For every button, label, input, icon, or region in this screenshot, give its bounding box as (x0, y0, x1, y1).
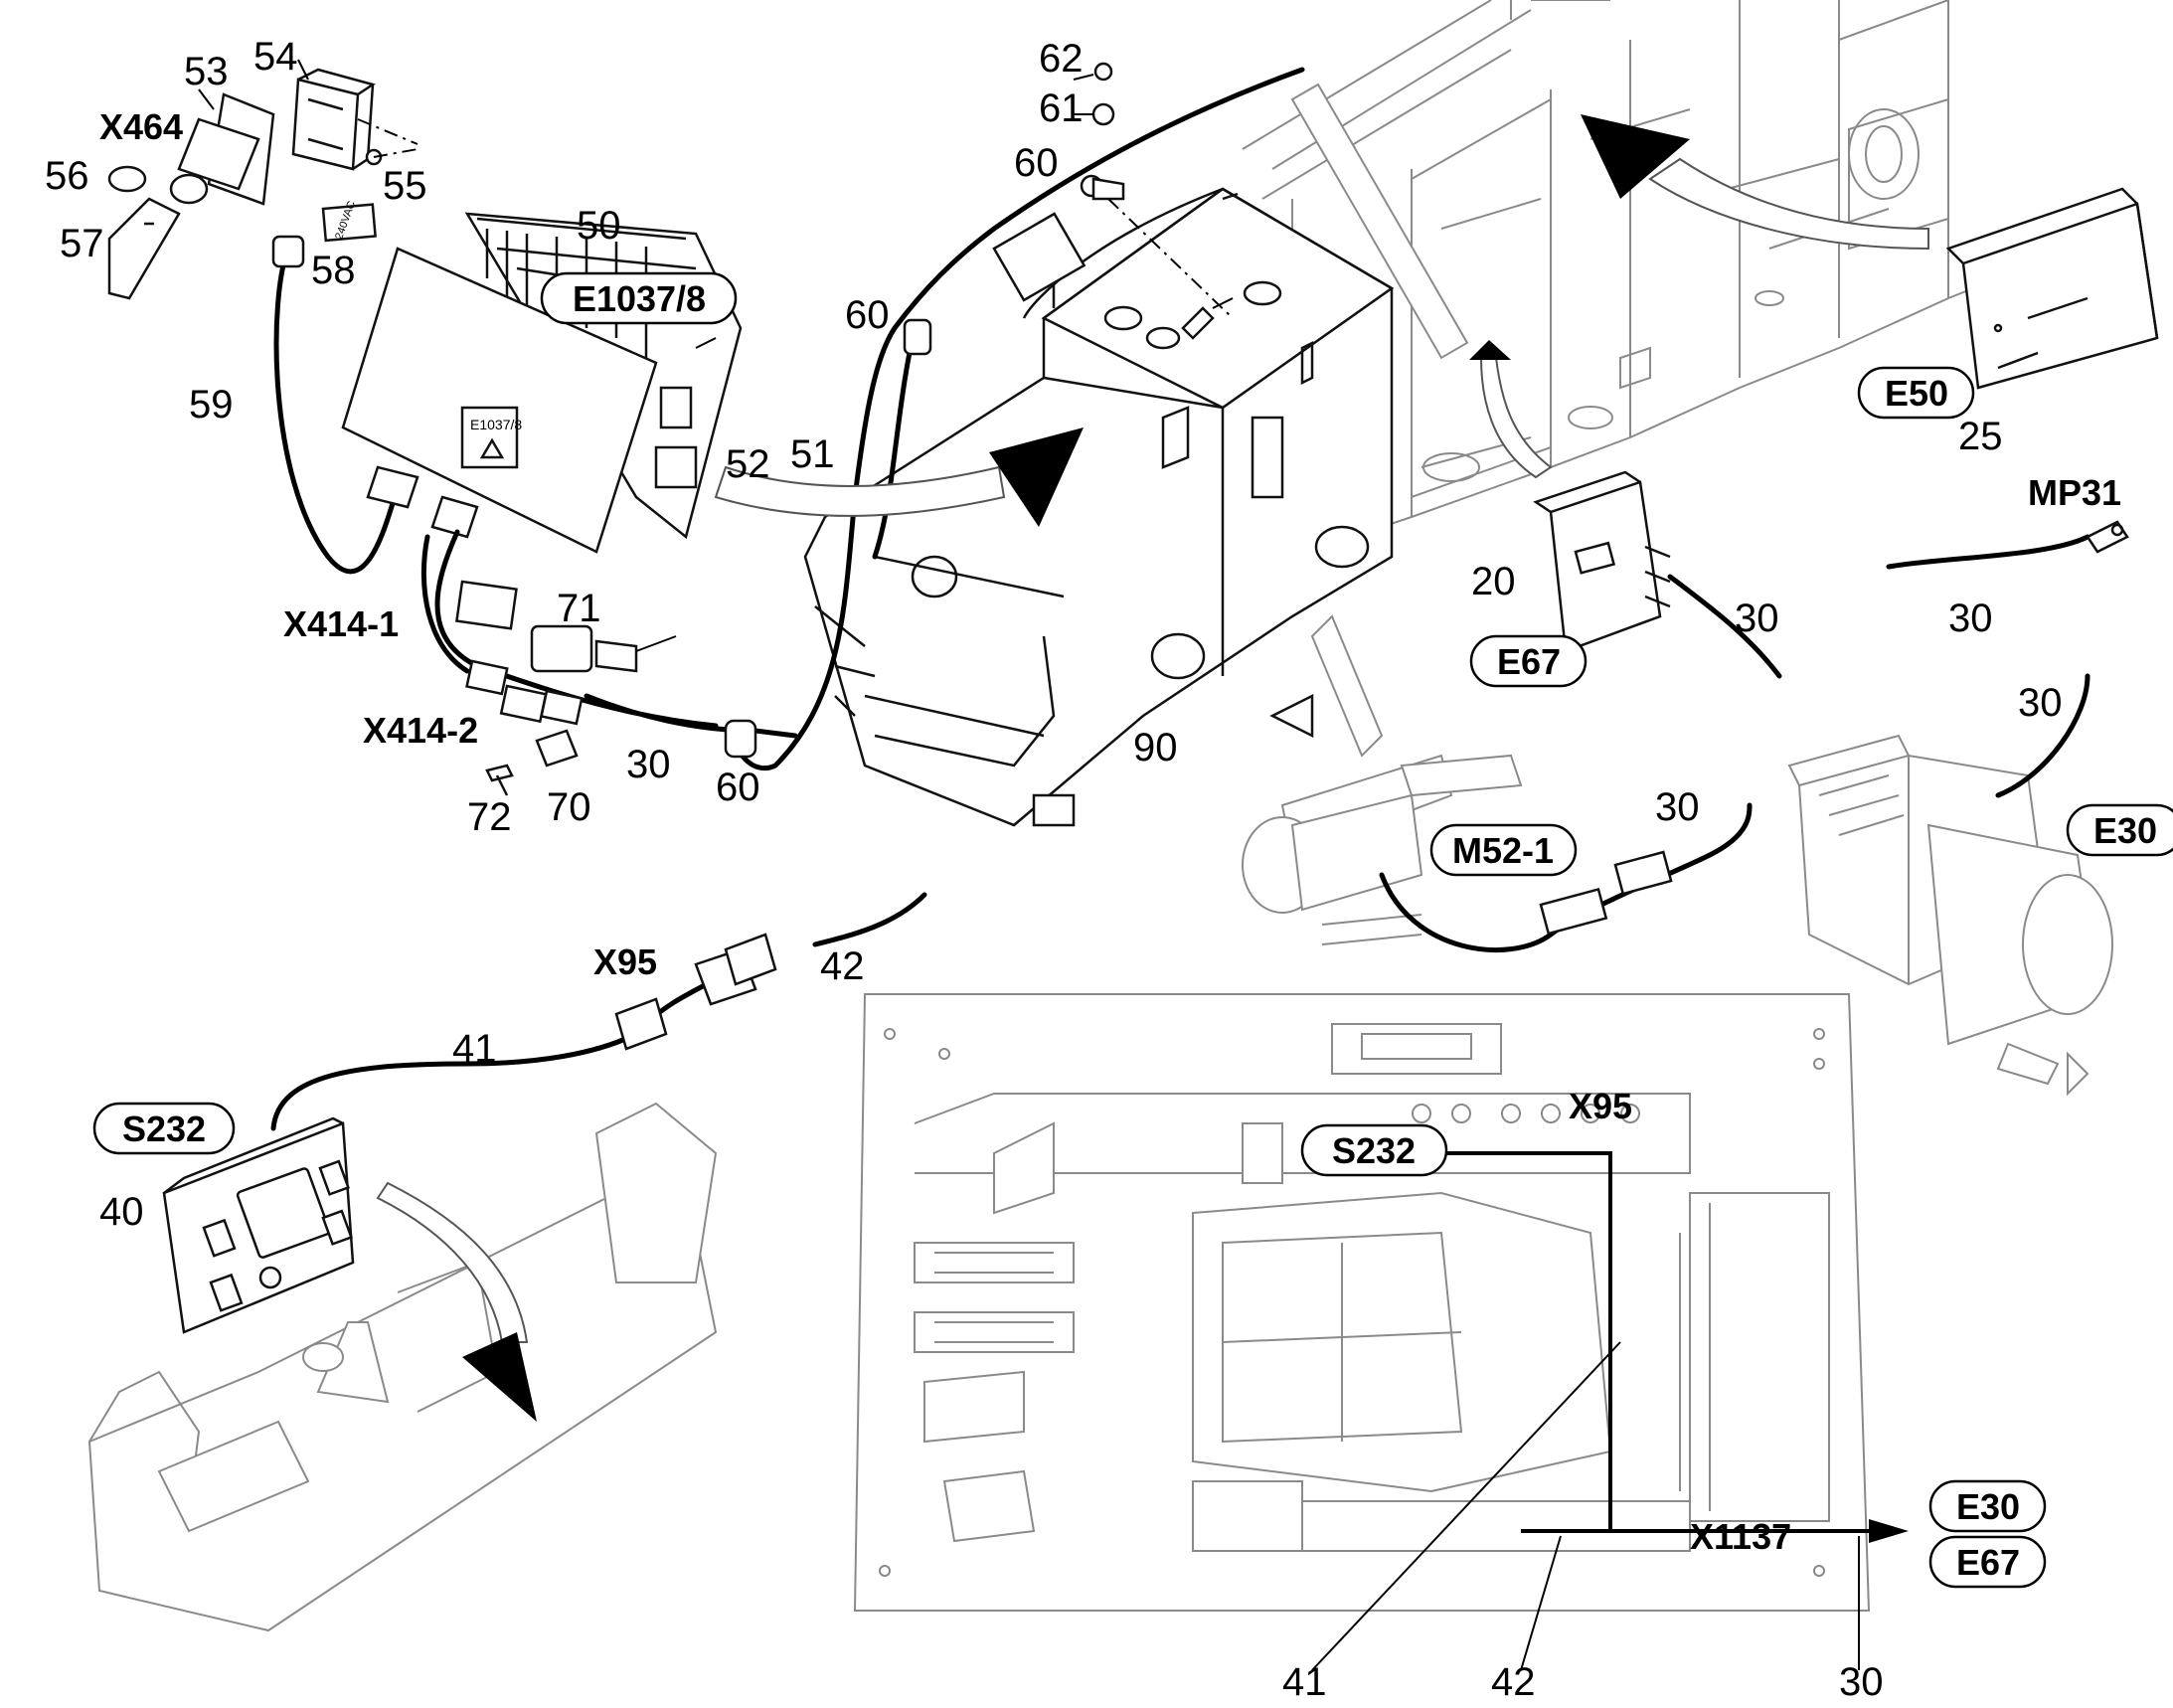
control-box-e1037-8-label: E1037/8 (573, 278, 706, 319)
heater-e50-label: E50 (1885, 373, 1948, 414)
heater-unit-e50 (1945, 187, 2159, 390)
harness-59 (271, 235, 479, 575)
part-51-label: 51 (790, 432, 835, 476)
connector-x464-label: X464 (99, 106, 183, 147)
box-marking-label: E1037/8 (470, 417, 522, 432)
part-62-label: 62 (1039, 37, 1084, 81)
panel-s232 (162, 1031, 639, 1334)
inset-e67-label: E67 (1956, 1542, 2020, 1583)
part-60b-label: 60 (845, 293, 890, 337)
part-71-label: 71 (557, 587, 601, 630)
part-number-labels: 53 54 55 56 57 58 59 50 51 52 62 61 60 6… (45, 35, 2063, 1704)
inset-e30-label: E30 (1956, 1486, 2020, 1527)
panel-s232-label: S232 (122, 1109, 206, 1149)
part-40-label: 40 (99, 1190, 144, 1234)
swoop-arrows (714, 114, 1929, 527)
cable-60 (724, 62, 1305, 771)
heater-e30-label: E30 (2093, 810, 2157, 851)
mp31-label: MP31 (2028, 472, 2121, 513)
part-30a-label: 30 (626, 743, 671, 786)
control-box-e67 (1533, 470, 1782, 679)
connector-x95 (614, 892, 927, 1051)
part-58-label: 58 (311, 249, 356, 292)
part-50-label: 50 (577, 204, 621, 248)
console-frame-90 (803, 187, 1395, 827)
part-30c-label: 30 (1948, 597, 1993, 640)
inset-x1137-label: X1137 (1690, 1516, 1791, 1557)
connector-x414-1-label: X414-1 (283, 603, 399, 644)
part-30e-label: 30 (1655, 785, 1700, 829)
machine-frame (1242, 0, 2049, 558)
part-30b-label: 30 (1735, 597, 1779, 640)
part-56-label: 56 (45, 154, 89, 198)
cable-mp31 (1886, 520, 2129, 570)
part-20-label: 20 (1471, 560, 1516, 603)
part-70-label: 70 (547, 785, 591, 829)
operator-cab (87, 1102, 718, 1632)
pump-m52-1 (1242, 614, 1753, 952)
part-30d-label: 30 (2018, 681, 2063, 725)
part-55-label: 55 (383, 164, 427, 208)
part-60c-label: 60 (716, 766, 760, 809)
inset-s232-label: S232 (1332, 1130, 1416, 1171)
part-54-label: 54 (253, 35, 298, 79)
part-90-label: 90 (1133, 726, 1178, 769)
connector-x95-label: X95 (593, 941, 657, 982)
component-labels: X464 X414-1 X414-2 X95 MP31 X95 X1137 E1… (92, 106, 2173, 1589)
heater-e30 (1787, 673, 2113, 1097)
part-57-label: 57 (60, 222, 104, 265)
part-25-label: 25 (1958, 415, 2003, 458)
connector-x414-2-label: X414-2 (363, 710, 478, 751)
part-41-label: 41 (452, 1027, 497, 1071)
inset-x95-label: X95 (1569, 1086, 1632, 1126)
box-e67-label: E67 (1497, 641, 1561, 682)
pump-m52-1-label: M52-1 (1452, 830, 1554, 871)
part-61-label: 61 (1039, 86, 1084, 130)
part-59-label: 59 (189, 383, 234, 427)
part-42-label: 42 (820, 944, 865, 988)
part-42b-label: 42 (1491, 1660, 1536, 1703)
part-53-label: 53 (184, 50, 229, 93)
floor-plan-inset (853, 993, 1909, 1671)
part-60a-label: 60 (1014, 141, 1059, 185)
part-52-label: 52 (726, 442, 770, 486)
part-30f-label: 30 (1839, 1660, 1884, 1703)
part-41b-label: 41 (1282, 1660, 1327, 1703)
leader-lines (198, 59, 1234, 349)
socket-assembly: 240VAC (107, 68, 418, 300)
part-72-label: 72 (467, 795, 512, 839)
